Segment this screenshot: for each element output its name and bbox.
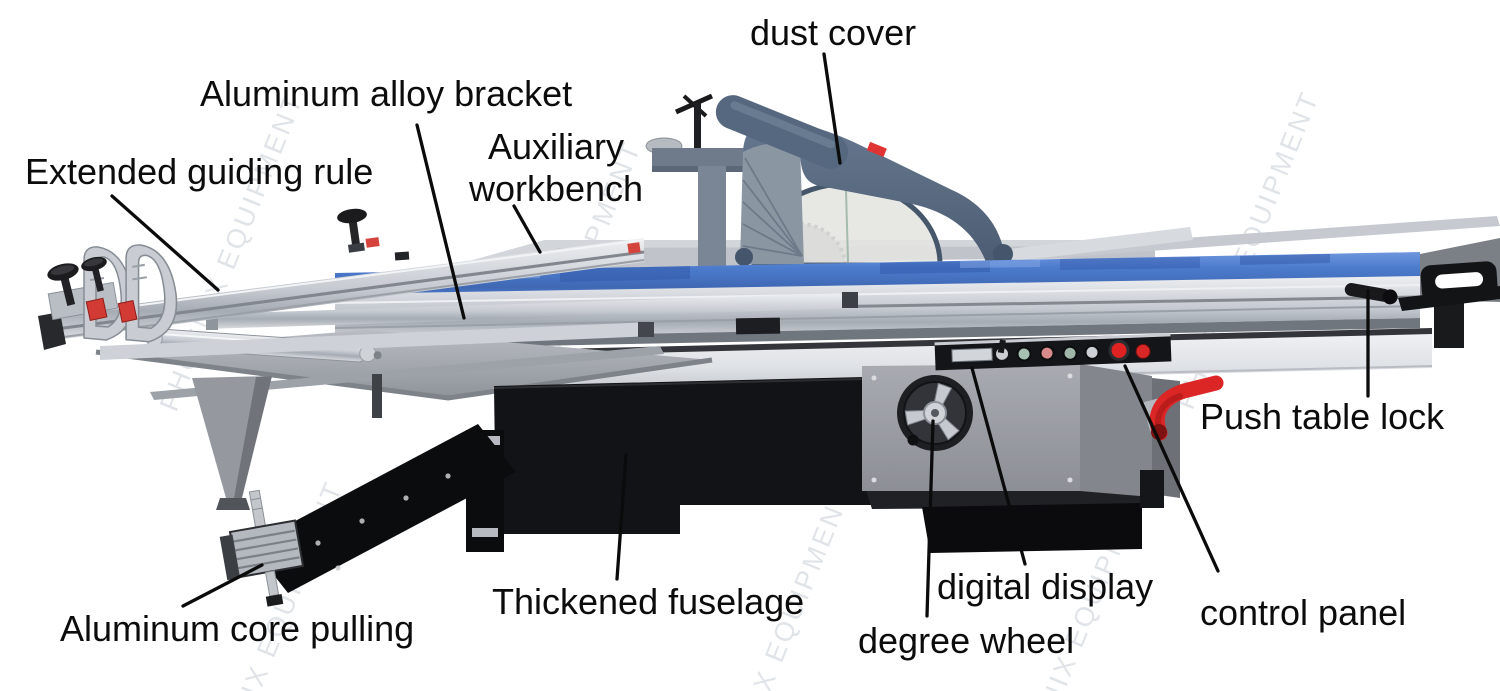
leader-auxiliary-workbench: [512, 204, 542, 254]
label-aluminum-alloy-bracket: Aluminum alloy bracket: [200, 73, 573, 114]
control-panel-strip: [934, 333, 1172, 371]
leader-digital-display: [970, 366, 1027, 566]
fence-knob: [337, 208, 367, 253]
emergency-stop-button[interactable]: [1111, 342, 1127, 359]
hood-red-accent: [866, 141, 887, 158]
panel-button[interactable]: [1084, 344, 1100, 360]
label-thickened-fuselage: Thickened fuselage: [492, 581, 805, 622]
degree-wheel-control[interactable]: [897, 375, 973, 451]
right-leg: [1434, 300, 1464, 348]
panel-button[interactable]: [1062, 345, 1078, 361]
leader-aluminum-core-pulling: [181, 563, 264, 608]
leader-dust-cover: [822, 52, 842, 165]
label-digital-display: digital display: [937, 566, 1154, 607]
pull-beam: [219, 424, 516, 607]
fuselage-top-edge: [493, 377, 907, 389]
rip-fence-rail: [985, 216, 1500, 262]
label-aluminum-core-pulling: Aluminum core pulling: [60, 608, 415, 649]
fence-knob: [81, 256, 107, 292]
leader-extended-guiding-rule: [110, 194, 220, 292]
flip-stop: [125, 244, 178, 343]
outrigger-leg: [192, 374, 382, 510]
crosscut-fence: [38, 208, 645, 350]
fuselage: [494, 376, 906, 534]
dust-cover-hood: [715, 95, 1013, 266]
leader-degree-wheel: [925, 419, 935, 618]
label-control-panel: control panel: [1200, 592, 1407, 633]
leader-lines: [110, 52, 1370, 618]
leader-aluminum-alloy-bracket: [415, 123, 466, 320]
panel-button[interactable]: [1039, 345, 1055, 361]
label-push-table-lock: Push table lock: [1200, 396, 1445, 437]
label-dust-cover: dust cover: [750, 12, 917, 53]
dust-cover-handle: [715, 95, 849, 169]
label-auxiliary-workbench: Auxiliary workbench: [468, 126, 644, 210]
label-extended-guiding-rule: Extended guiding rule: [25, 151, 374, 192]
control-cabinet: [862, 364, 1180, 553]
leader-thickened-fuselage: [615, 453, 628, 581]
panel-button-red[interactable]: [1135, 343, 1151, 359]
panel-button[interactable]: [1016, 346, 1032, 362]
aluminum-core-block: [219, 489, 305, 607]
leader-control-panel: [1123, 364, 1220, 573]
label-degree-wheel: degree wheel: [858, 620, 1075, 661]
push-table-handle: [1398, 261, 1500, 311]
digital-display-screen: [951, 347, 993, 363]
fence-knob: [47, 263, 79, 306]
